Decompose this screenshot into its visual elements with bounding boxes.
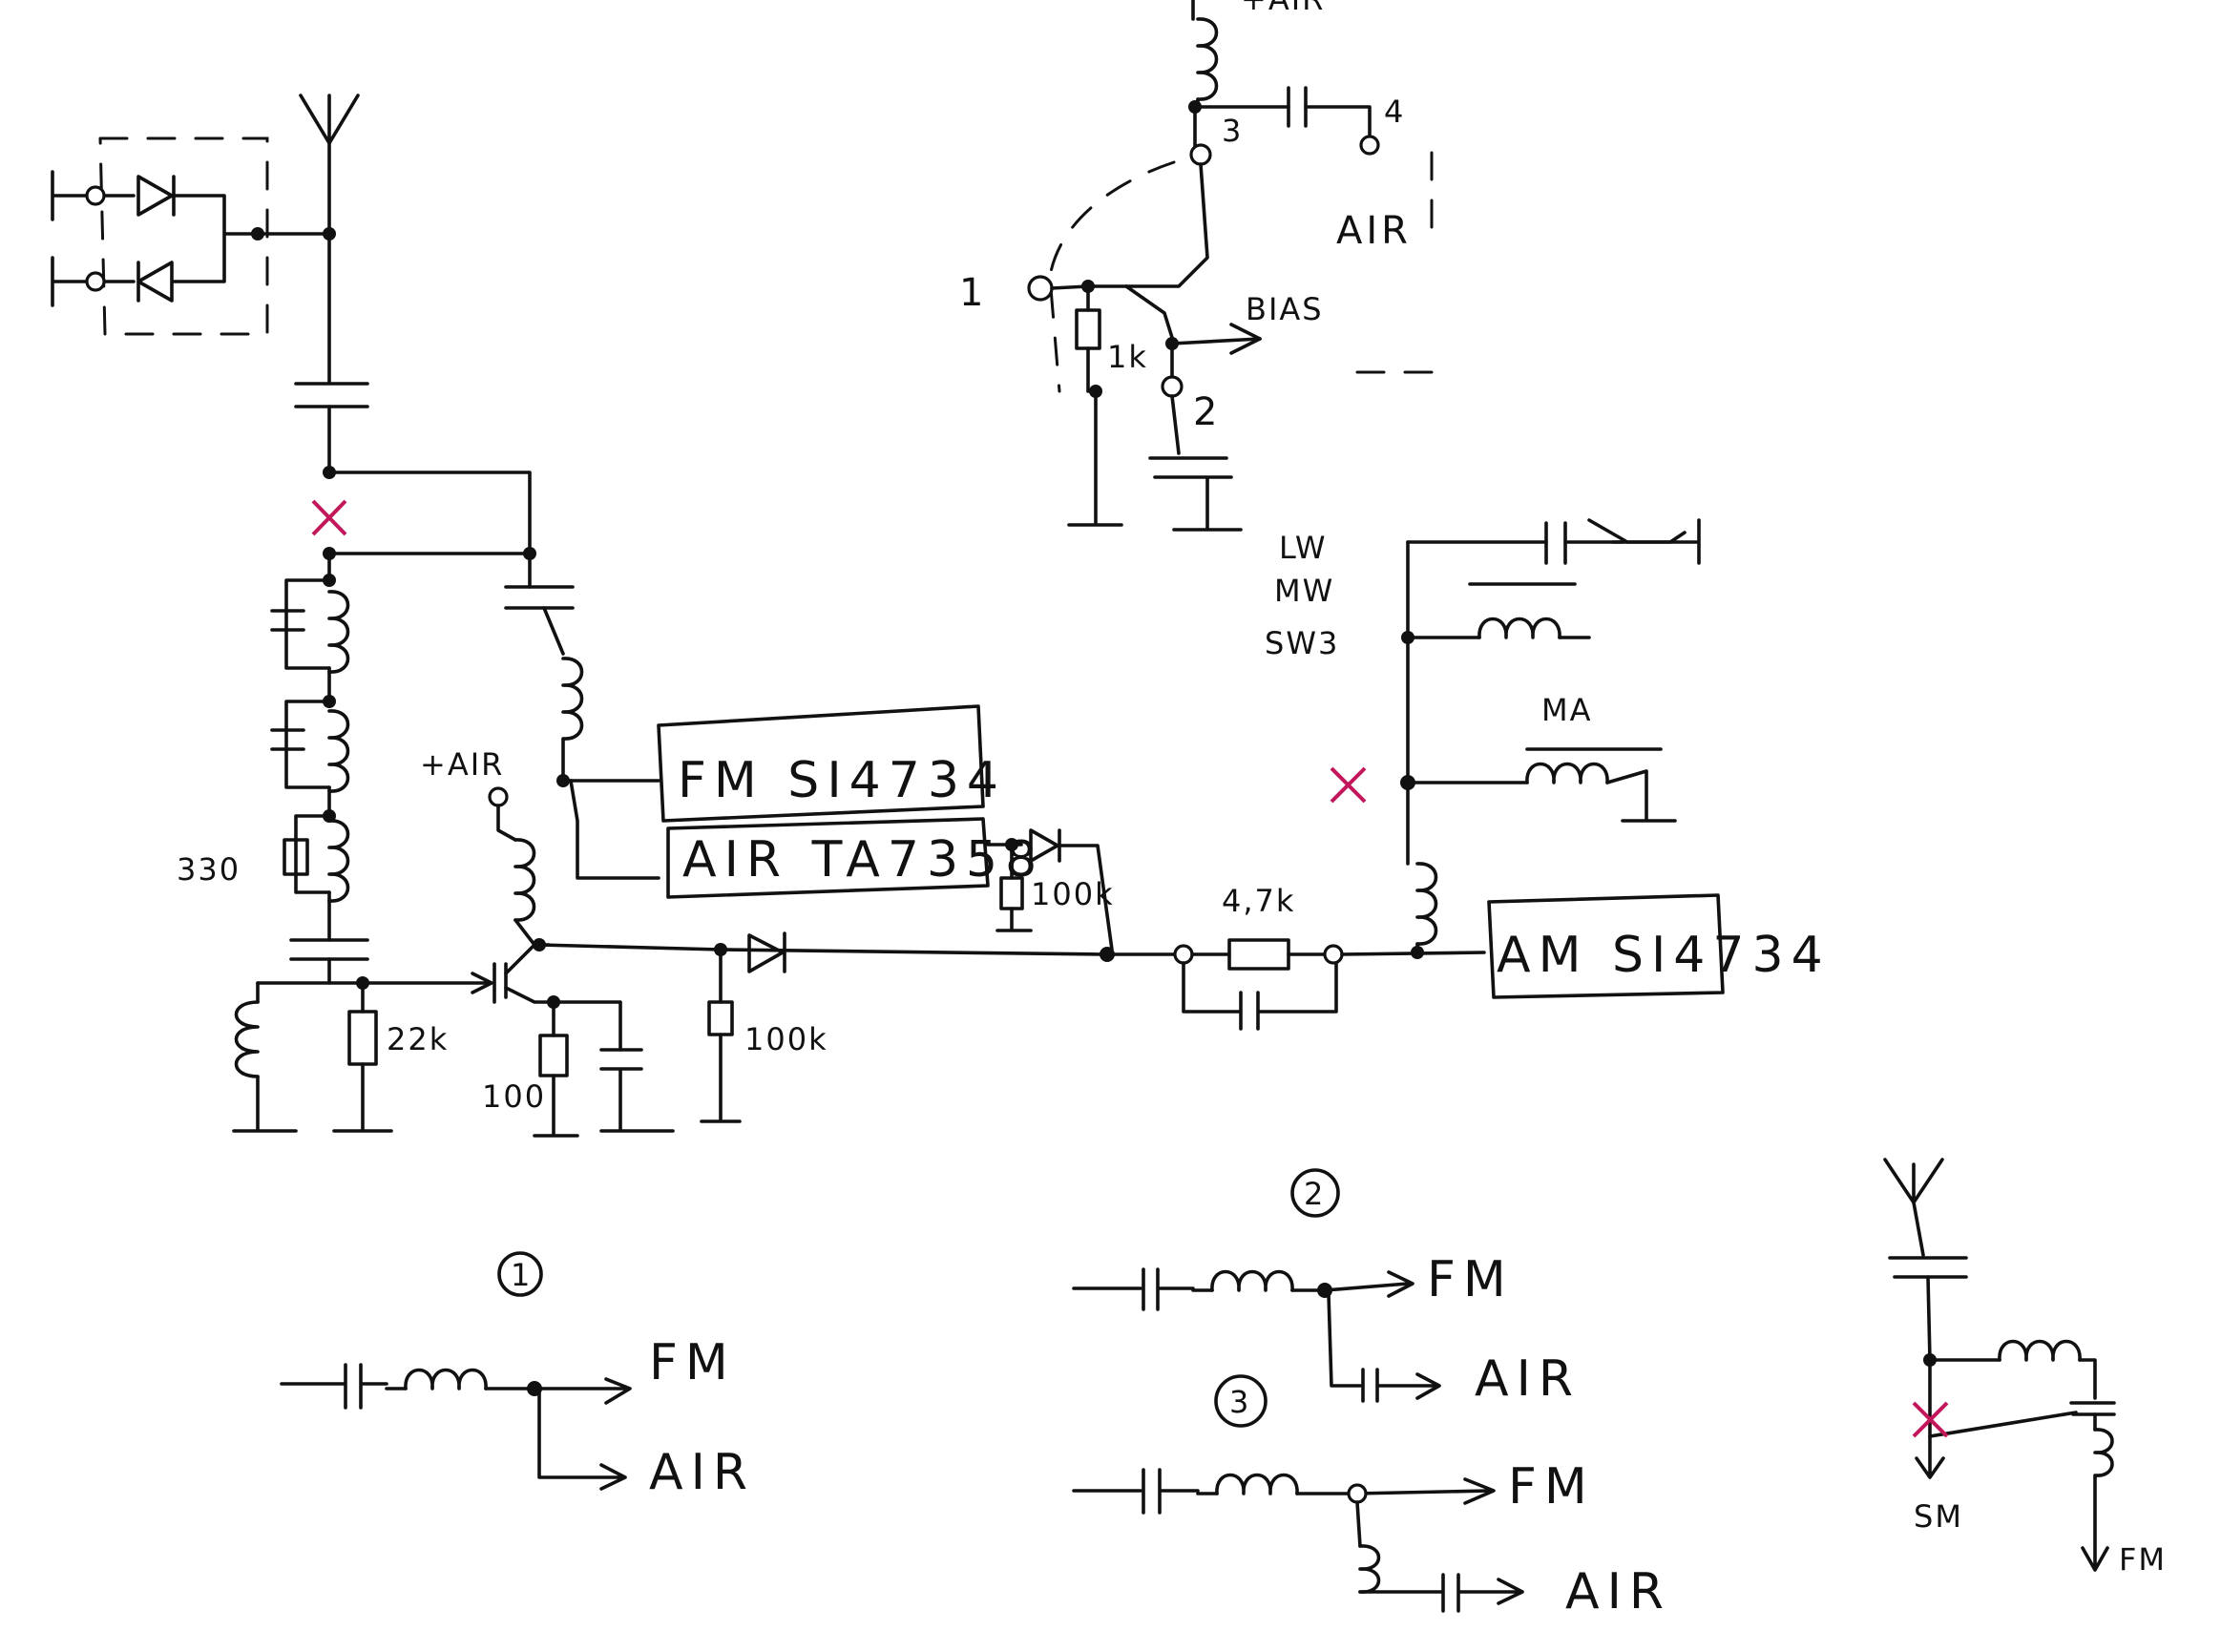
- branch-capacitor: [504, 585, 575, 610]
- chip-air-label: AIR TA7358: [682, 831, 1044, 889]
- air-box-label: AIR: [1336, 209, 1412, 253]
- pin-3-label: 3: [1222, 113, 1243, 149]
- antenna-coupling-capacitor: [294, 382, 369, 408]
- variant-2-fm-label: FM: [1427, 1251, 1514, 1308]
- pin-4-label: 4: [1384, 94, 1405, 130]
- variant-3-circuit: 3 FM AIR: [1072, 1374, 1671, 1621]
- resistor-1k-label: 1k: [1107, 339, 1148, 375]
- variant-1-circuit: 1 FM AIR: [280, 1251, 755, 1501]
- splitter-sm-label: SM: [1914, 1498, 1963, 1535]
- chip-am-si4734: AM SI4734: [1487, 893, 1831, 999]
- chip-fm-si4734: FM SI4734: [657, 704, 1006, 823]
- diode-clamp-network: [51, 136, 336, 336]
- source-bypass-capacitor: [599, 1048, 675, 1133]
- resistor-330-label: 330: [177, 851, 241, 888]
- ma-coil: [1525, 762, 1609, 784]
- ma-label: MA: [1541, 692, 1593, 728]
- variant-2-air-label: AIR: [1475, 1350, 1581, 1408]
- splitter-circuit: SM FM: [1883, 1158, 2167, 1578]
- band-mw-label: MW: [1274, 573, 1334, 609]
- resistor-100k-upper-label: 100k: [1031, 876, 1115, 912]
- variant-3-number: 3: [1229, 1384, 1250, 1420]
- variant-3-air-label: AIR: [1565, 1563, 1671, 1621]
- air-top-coil: [1196, 17, 1219, 101]
- pin-2-label: 2: [1193, 390, 1221, 434]
- resistor-22k: [332, 981, 393, 1133]
- band-sw3-label: SW3: [1265, 625, 1339, 661]
- air-supply-coil: [488, 786, 536, 947]
- variant-2-circuit: 2 FM AIR: [1072, 1168, 1581, 1408]
- resistor-100-label: 100: [482, 1078, 546, 1115]
- cut-mark-am: [1330, 766, 1367, 804]
- variant-1-number: 1: [511, 1257, 532, 1293]
- resistor-4-7k-label: 4,7k: [1222, 883, 1295, 919]
- chip-air-ta7358: AIR TA7358: [666, 817, 1044, 899]
- splitter-fm-label: FM: [2119, 1541, 2167, 1578]
- input-shunt-coil: [232, 981, 298, 1133]
- top-air-label: +AIR: [1241, 0, 1325, 17]
- pin-1-label: 1: [959, 271, 987, 315]
- resistor-100k-lower: [700, 948, 742, 1123]
- resistor-22k-label: 22k: [387, 1021, 449, 1057]
- cut-mark-antenna: [311, 499, 347, 536]
- variant-1-fm-label: FM: [649, 1334, 736, 1391]
- am-series-coil: [1415, 862, 1438, 946]
- plus-air-label: +AIR: [420, 746, 504, 783]
- drain-signal-wire: [537, 943, 1104, 956]
- resistor-100: [533, 1000, 579, 1138]
- detector-diode-1: [747, 931, 786, 973]
- variant-2-number: 2: [1304, 1176, 1325, 1212]
- filter-output-capacitor: [289, 938, 369, 961]
- transistor-gate: [492, 962, 508, 1004]
- variant-3-fm-label: FM: [1508, 1458, 1595, 1516]
- bias-label: BIAS: [1246, 291, 1324, 327]
- lw-band-capacitor: [1544, 521, 1567, 565]
- band-lw-label: LW: [1279, 530, 1328, 566]
- chip-fm-label: FM SI4734: [678, 752, 1006, 809]
- air-output-capacitor: [1287, 86, 1308, 128]
- resistor-1k: [1075, 284, 1101, 393]
- bypass-loop-wire: [327, 471, 532, 555]
- antenna-symbol: [299, 94, 360, 145]
- sw3-band-coil: [1477, 617, 1561, 639]
- filter-tank-3: [283, 814, 350, 903]
- resistor-100k-lower-label: 100k: [744, 1021, 828, 1057]
- filter-tank-1: [270, 578, 350, 674]
- bias-decoupling-capacitor: [1148, 456, 1243, 532]
- resistor-4-7k: [1182, 938, 1338, 1031]
- branch-coil: [561, 657, 584, 741]
- filter-tank-2: [270, 700, 350, 793]
- variant-1-air-label: AIR: [649, 1444, 755, 1501]
- chip-am-label: AM SI4734: [1497, 927, 1831, 984]
- resistor-100k-upper: [995, 843, 1033, 932]
